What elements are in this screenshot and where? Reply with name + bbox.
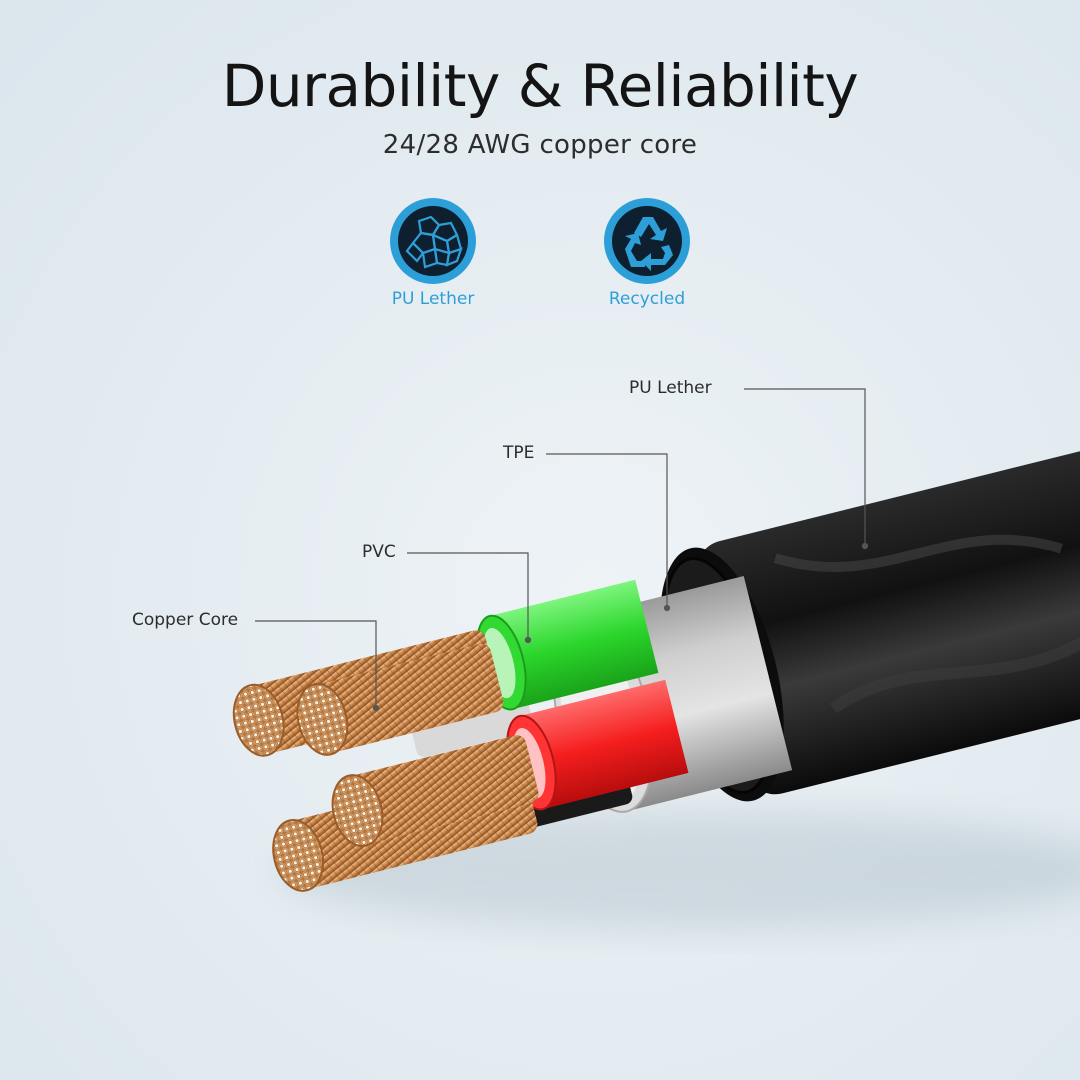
recycle-icon (604, 198, 690, 284)
callout-leader-lines (255, 388, 869, 712)
leader-copper (255, 620, 377, 708)
leader-pu (744, 388, 866, 546)
page-title: Durability & Reliability (221, 52, 859, 120)
feature-label: PU Lether (391, 289, 475, 309)
leader-tpe (546, 453, 668, 608)
leather-texture-icon (390, 198, 476, 284)
feature-pu-leather: PU Lether (333, 197, 533, 309)
leader-pvc (407, 552, 529, 640)
callout-pu-leather: PU Lether (629, 378, 712, 398)
copper-core-upper-2 (296, 643, 504, 756)
copper-core-lower-2 (331, 735, 539, 847)
callout-tpe: TPE (503, 443, 535, 463)
feature-recycled: Recycled (547, 197, 747, 309)
callout-pvc: PVC (362, 542, 396, 562)
feature-label: Recycled (608, 289, 686, 309)
page-subtitle: 24/28 AWG copper core (382, 130, 698, 160)
callout-copper-core: Copper Core (132, 610, 239, 630)
